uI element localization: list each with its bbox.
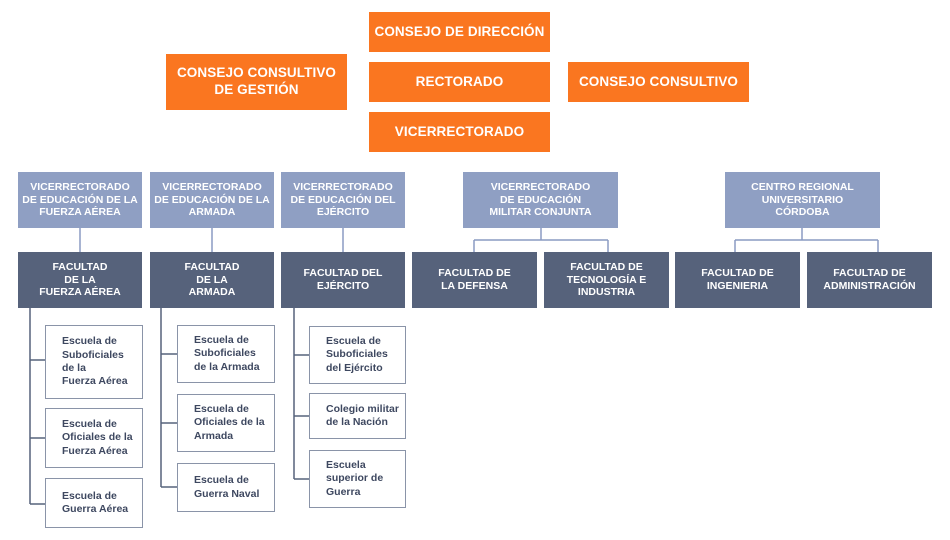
consejo-consultivo-gestion-box: CONSEJO CONSULTIVO DE GESTIÓN: [166, 54, 347, 110]
vicerrectorado-armada-box: VICERRECTORADO DE EDUCACIÓN DE LA ARMADA: [150, 172, 274, 228]
facultad-fuerza-aerea-box: FACULTAD DE LA FUERZA AÉREA: [18, 252, 142, 308]
escuela-oficiales-fuerza-aerea: Escuela de Oficiales de la Fuerza Aérea: [45, 408, 143, 468]
consejo-direccion-box: CONSEJO DE DIRECCIÓN: [369, 12, 550, 52]
facultad-administracion-box: FACULTAD DE ADMINISTRACIÓN: [807, 252, 932, 308]
escuela-suboficiales-fuerza-aerea: Escuela de Suboficiales de la Fuerza Aér…: [45, 325, 143, 399]
escuela-oficiales-armada: Escuela de Oficiales de la Armada: [177, 394, 275, 452]
escuela-superior-guerra: Escuela superior de Guerra: [309, 450, 406, 508]
facultad-armada-box: FACULTAD DE LA ARMADA: [150, 252, 274, 308]
escuela-guerra-aerea: Escuela de Guerra Aérea: [45, 478, 143, 528]
escuela-suboficiales-armada: Escuela de Suboficiales de la Armada: [177, 325, 275, 383]
vicerrectorado-ejercito-box: VICERRECTORADO DE EDUCACIÓN DEL EJÉRCITO: [281, 172, 405, 228]
escuela-guerra-naval: Escuela de Guerra Naval: [177, 463, 275, 512]
facultad-defensa-box: FACULTAD DE LA DEFENSA: [412, 252, 537, 308]
facultad-ejercito-box: FACULTAD DEL EJÉRCITO: [281, 252, 405, 308]
centro-regional-cordoba-box: CENTRO REGIONAL UNIVERSITARIO CÓRDOBA: [725, 172, 880, 228]
facultad-tecnologia-box: FACULTAD DE TECNOLOGÍA E INDUSTRIA: [544, 252, 669, 308]
vicerrectorado-militar-conjunta-box: VICERRECTORADO DE EDUCACIÓN MILITAR CONJ…: [463, 172, 618, 228]
facultad-ingenieria-box: FACULTAD DE INGENIERIA: [675, 252, 800, 308]
colegio-militar-nacion: Colegio militar de la Nación: [309, 393, 406, 439]
vicerrectorado-box: VICERRECTORADO: [369, 112, 550, 152]
consejo-consultivo-box: CONSEJO CONSULTIVO: [568, 62, 749, 102]
escuela-suboficiales-ejercito: Escuela de Suboficiales del Ejército: [309, 326, 406, 384]
rectorado-box: RECTORADO: [369, 62, 550, 102]
vicerrectorado-fuerza-aerea-box: VICERRECTORADO DE EDUCACIÓN DE LA FUERZA…: [18, 172, 142, 228]
